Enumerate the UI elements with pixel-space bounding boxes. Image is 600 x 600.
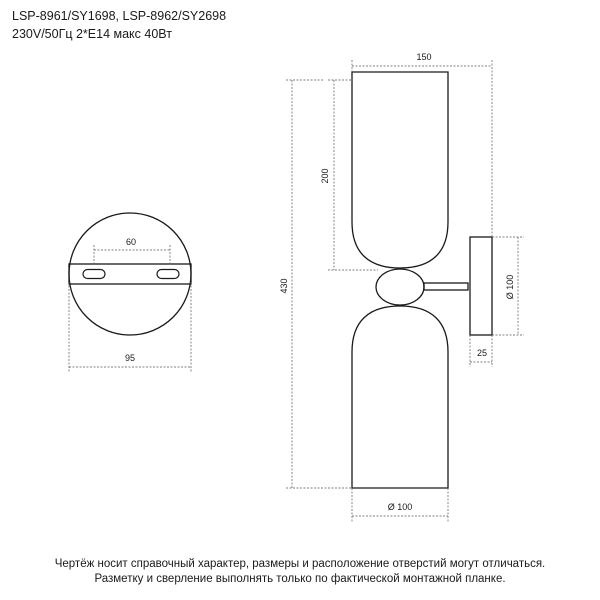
- dim-base-diameter: [68, 282, 192, 372]
- dim-shade-diameter-label: Ø 100: [388, 502, 413, 512]
- dim-total-height-label: 430: [279, 278, 289, 293]
- dim-backplate-diameter: [492, 236, 524, 336]
- base-disc: [68, 212, 192, 336]
- mounting-slot-right: [156, 268, 180, 280]
- dim-backplate-depth-label: 25: [477, 348, 487, 358]
- dim-total-width: [351, 60, 493, 237]
- lower-shade: [351, 305, 449, 489]
- dim-total-height: [286, 79, 352, 489]
- lamp-side-view: [351, 71, 493, 489]
- dim-total-width-label: 150: [416, 52, 431, 62]
- dim-shade-height: [328, 79, 378, 271]
- dim-backplate-diameter-label: Ø 100: [505, 275, 515, 300]
- wall-arm: [423, 282, 469, 291]
- dim-shade-height-label: 200: [320, 168, 330, 183]
- electrical-specs: 230V/50Гц 2*E14 макс 40Вт: [12, 27, 172, 41]
- center-joint: [375, 268, 425, 306]
- mounting-slot-left: [82, 268, 106, 280]
- mounting-bracket: [68, 263, 192, 285]
- dim-shade-diameter: [351, 488, 449, 522]
- disclaimer-line-1: Чертёж носит справочный характер, размер…: [54, 558, 546, 570]
- dim-hole-spacing-label: 60: [126, 237, 136, 247]
- base-plate-view: [68, 212, 192, 336]
- dim-backplate-depth: [469, 335, 493, 367]
- model-numbers: LSP-8961/SY1698, LSP-8962/SY2698: [12, 9, 227, 23]
- wall-backplate: [469, 236, 493, 336]
- disclaimer-line-2: Разметку и сверление выполнять только по…: [94, 573, 506, 585]
- dim-hole-spacing: [93, 245, 171, 266]
- upper-shade: [351, 71, 449, 269]
- dim-base-diameter-label: 95: [125, 353, 135, 363]
